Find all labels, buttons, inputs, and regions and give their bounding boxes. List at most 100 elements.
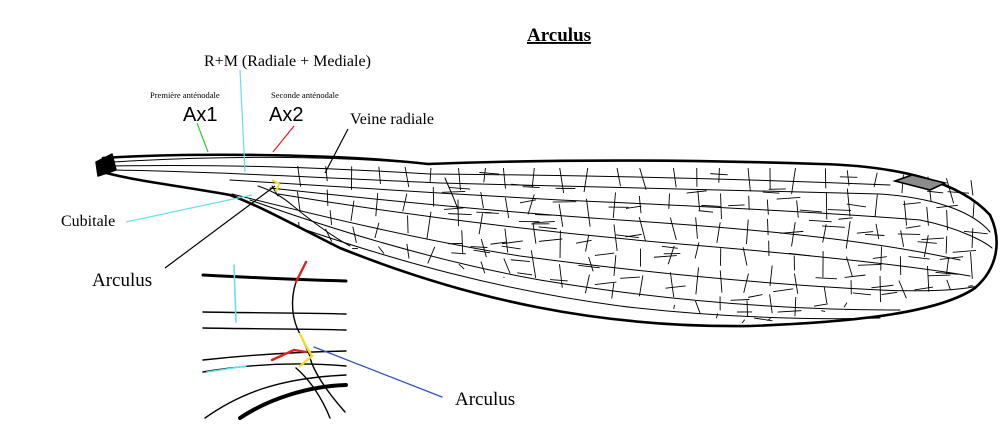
- cross-vein: [426, 211, 432, 240]
- cell-vein: [852, 292, 871, 296]
- cross-vein: [697, 190, 701, 211]
- cell-vein: [921, 237, 944, 240]
- cross-vein: [559, 167, 565, 194]
- cell-vein: [799, 209, 822, 213]
- cell-vein: [698, 210, 714, 213]
- cell-vein: [517, 272, 533, 276]
- cross-vein: [898, 280, 907, 299]
- cell-vein: [777, 310, 802, 313]
- cross-vein: [823, 286, 828, 303]
- cell-vein: [653, 255, 677, 258]
- cross-vein: [716, 222, 721, 243]
- cell-vein: [501, 245, 521, 250]
- cell-vein: [808, 219, 832, 223]
- cross-vein: [742, 247, 748, 266]
- cross-vein: [350, 200, 355, 222]
- cell-vein: [534, 214, 552, 216]
- cell-vein: [908, 256, 930, 260]
- cross-vein: [375, 193, 379, 217]
- cross-vein: [946, 257, 950, 275]
- cross-vein: [483, 167, 486, 183]
- cross-vein: [874, 194, 878, 218]
- cell-vein: [490, 241, 507, 245]
- cell-vein: [952, 249, 977, 253]
- cross-vein: [504, 228, 509, 253]
- cross-vein: [720, 193, 722, 219]
- cross-vein: [326, 189, 329, 206]
- cell-vein: [625, 205, 642, 209]
- cell-vein: [846, 203, 866, 208]
- cross-vein: [695, 300, 701, 314]
- cell-vein: [914, 286, 934, 291]
- cell-vein: [519, 199, 537, 204]
- cell-vein: [935, 271, 959, 275]
- cell-vein: [620, 276, 640, 279]
- cross-vein: [502, 167, 506, 189]
- cross-vein: [639, 167, 647, 190]
- cross-vein: [791, 167, 796, 195]
- cross-vein: [668, 193, 670, 209]
- cross-vein: [325, 166, 328, 182]
- cell-vein: [479, 172, 500, 175]
- cell-vein: [780, 230, 804, 234]
- cell-vein: [444, 207, 464, 210]
- cross-vein: [971, 228, 974, 248]
- seconde-antenodale-label: Seconde anténodale: [271, 90, 339, 100]
- cross-vein: [429, 167, 432, 183]
- cell-vein: [615, 234, 639, 239]
- cell-vein: [813, 303, 829, 307]
- cross-vein: [715, 313, 719, 319]
- cell-vein: [578, 264, 600, 269]
- cross-vein: [585, 235, 590, 252]
- cell-vein: [939, 256, 964, 260]
- cross-vein: [695, 217, 698, 239]
- cross-vein: [352, 226, 357, 243]
- arculus-main-pointer: [164, 185, 276, 269]
- cross-vein: [694, 242, 700, 259]
- arculus-main-label: Arculus: [92, 270, 152, 291]
- premiere-antenodale-label: Première anténodale: [150, 90, 220, 100]
- cross-vein: [638, 217, 647, 242]
- cell-vein: [927, 190, 944, 194]
- cross-vein: [480, 261, 486, 274]
- cell-vein: [550, 279, 568, 282]
- cell-vein: [701, 204, 721, 207]
- cross-vein: [796, 200, 799, 218]
- cross-vein: [972, 202, 975, 218]
- cross-vein: [374, 222, 380, 239]
- cross-vein: [669, 272, 675, 298]
- cross-vein: [794, 296, 797, 317]
- cross-vein: [766, 199, 769, 215]
- cross-vein: [946, 210, 948, 231]
- cell-vein: [473, 249, 491, 254]
- cell-vein: [903, 202, 921, 205]
- cell-vein: [963, 230, 988, 235]
- cross-vein: [584, 274, 590, 294]
- cross-vein: [793, 273, 799, 294]
- ax2-label: Ax2: [269, 104, 303, 126]
- cross-vein: [845, 221, 851, 249]
- cell-vein: [865, 234, 885, 236]
- cell-vein: [594, 252, 615, 256]
- cross-vein: [427, 246, 436, 264]
- cross-vein: [407, 215, 409, 234]
- cell-vein: [936, 204, 958, 209]
- cross-vein: [695, 267, 699, 295]
- cross-vein: [968, 285, 973, 287]
- cross-vein: [638, 195, 642, 214]
- cross-vein: [616, 167, 621, 187]
- cross-vein: [586, 198, 591, 227]
- cross-vein: [531, 167, 535, 188]
- cell-vein: [762, 191, 780, 194]
- cross-vein: [611, 283, 615, 299]
- cross-vein: [378, 246, 385, 254]
- cross-vein: [378, 166, 381, 185]
- cross-vein: [532, 222, 537, 244]
- longitudinal-veins: [111, 156, 993, 320]
- cross-vein: [822, 224, 827, 243]
- cross-vein: [821, 310, 826, 312]
- cross-vein: [404, 166, 410, 188]
- cross-vein: [875, 223, 880, 240]
- cell-vein: [788, 252, 811, 257]
- cell-vein: [502, 240, 523, 245]
